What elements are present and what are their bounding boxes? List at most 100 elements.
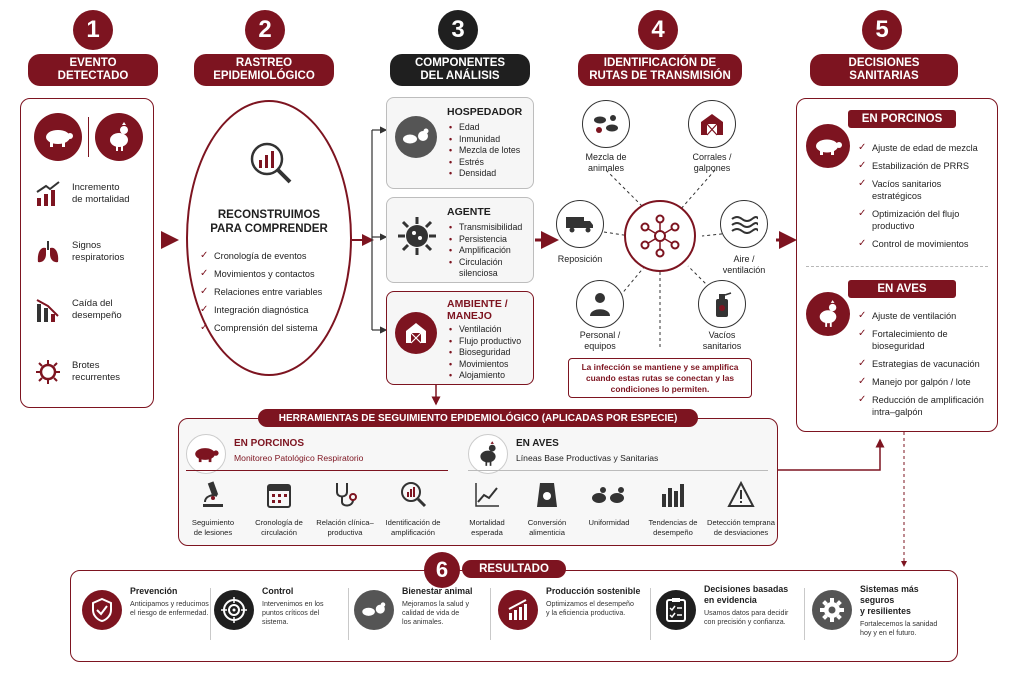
step-number-1: 1 [73,10,113,50]
result-item-desc: Fortalecemos la sanidad hoy y en el futu… [860,620,938,637]
component-item: Transmisibilidad [449,222,522,234]
route-label: Aire / ventilación [722,254,766,275]
magnifier-chart-icon [248,140,294,191]
tool-label: Seguimiento de lesiones [191,518,235,537]
component-item: Estrés [449,157,520,169]
component-list: Ventilación Flujo productivo Biosegurida… [449,324,521,382]
tracking-item: Relaciones entre variables [200,286,346,298]
decision-item: Control de movimientos [858,238,994,250]
tool-label: Detección temprana de desviaciones [707,518,775,537]
tracking-item: Cronología de eventos [200,250,346,262]
shield-check-icon [82,590,122,630]
pig-icon [186,434,226,474]
result-control: Control Intervenimos en los puntos críti… [214,586,344,642]
virus-icon [395,214,439,263]
result-item-title: Control [262,586,294,596]
route-barn [688,100,736,148]
decision-item: Estrategias de vacunación [858,358,994,370]
route-label: Reposición [557,254,603,264]
route-truck [556,200,604,248]
result-item-title: Sistemas más seguros y resilientes [860,584,919,616]
tracking-title: RECONSTRUIMOS PARA COMPRENDER [210,209,328,235]
tracking-list: Cronología de eventos Movimientos y cont… [200,250,346,340]
component-title: AMBIENTE / MANEJO [447,298,508,322]
result-evidence: Decisiones basadas en evidencia Usamos d… [656,584,802,642]
component-list: Edad Inmunidad Mezcla de lotes Estrés De… [449,122,520,180]
decision-item: Fortalecimiento de bioseguridad [858,328,994,352]
step-number-4: 4 [638,10,678,50]
result-separator [210,588,211,640]
route-label: Corrales / galpones [692,152,732,173]
falling-bar-chart-icon [36,299,59,322]
route-air [720,200,768,248]
result-item-desc: Usamos datos para decidir con precisión … [704,609,789,626]
person-icon [590,293,610,316]
event-item-mortality: Incremento de mortalidad [34,180,130,208]
tool-feed: Conversión alimenticia [514,480,580,537]
tool-trends: Tendencias de desempeño [640,480,706,537]
network-hub-icon [624,200,696,272]
tools-birds-divider [468,470,768,471]
result-item-desc: Intervenimos en los puntos críticos del … [262,600,324,626]
pig-chicken-icon [395,116,437,158]
decisions-pigs-title: EN PORCINOS [848,110,956,128]
component-title: AGENTE [447,206,491,218]
result-item-desc: Anticipamos y reducimos el riesgo de enf… [130,600,209,617]
component-agent: AGENTE Transmisibilidad Persistencia Amp… [386,197,534,283]
decisions-birds-list: Ajuste de ventilación Fortalecimiento de… [858,310,994,424]
route-label: Mezcla de animales [585,152,627,173]
pig-icon [806,124,850,168]
component-item: Persistencia [449,234,522,246]
decisions-divider [806,266,988,267]
step-title-4: IDENTIFICACIÓN DE RUTAS DE TRANSMISIÓN [578,54,742,86]
tracking-item: Movimientos y contactos [200,268,346,280]
spray-icon [716,292,732,317]
bar-chart-icon [662,484,684,507]
event-item-performance: Caída del desempeño [34,296,122,324]
decisions-birds-title: EN AVES [848,280,956,298]
component-environment: AMBIENTE / MANEJO Ventilación Flujo prod… [386,291,534,385]
decision-item: Optimización del flujo productivo [858,208,994,232]
chicken-icon [806,292,850,336]
decision-item: Reducción de amplificación intra–galpón [858,394,994,418]
route-person [576,280,624,328]
component-item: Alojamiento [449,370,521,382]
result-resilient: Sistemas más seguros y resilientes Forta… [812,584,952,642]
step-number-5: 5 [862,10,902,50]
tool-mortality: Mortalidad esperada [454,480,520,537]
truck-icon [566,217,593,233]
growth-chart-icon [498,590,538,630]
barn-icon [395,312,437,354]
microscope-icon [203,481,223,507]
tool-label: Uniformidad [588,518,630,527]
tracking-item: Integración diagnóstica [200,304,346,316]
event-item-label: Caída del desempeño [72,298,122,321]
chicken-icon [468,434,508,474]
component-item: Mezcla de lotes [449,145,520,157]
result-separator [348,588,349,640]
pig-chicken-icon [354,590,394,630]
step-number-2: 2 [245,10,285,50]
event-item-outbreaks: Brotes recurrentes [34,358,120,386]
rising-bar-chart-icon [36,181,60,206]
tool-label: Cronología de circulación [255,518,303,537]
component-item: Circulación silenciosa [449,257,522,280]
tool-label: Relación clínica– productiva [316,518,374,537]
chickens-icon [592,487,624,503]
result-number: 6 [424,552,460,588]
tool-stethoscope: Relación clínica– productiva [312,480,378,537]
route-spray [698,280,746,328]
route-label: Vacíos sanitarios [702,330,742,351]
component-title: HOSPEDADOR [447,106,523,118]
component-host: HOSPEDADOR Edad Inmunidad Mezcla de lote… [386,97,534,189]
result-prevention: Prevención Anticipamos y reducimos el ri… [82,586,209,642]
tool-label: Identificación de amplificación [385,518,441,537]
decision-item: Ajuste de edad de mezcla [858,142,994,154]
route-label: Personal / equipos [579,330,621,351]
event-species [34,112,144,162]
result-item-title: Bienestar animal [402,586,473,596]
step-title-1: EVENTO DETECTADO [28,54,158,86]
tool-calendar: Cronología de circulación [246,480,312,537]
step-title-5: DECISIONES SANITARIAS [810,54,958,86]
result-title: RESULTADO [462,560,566,578]
